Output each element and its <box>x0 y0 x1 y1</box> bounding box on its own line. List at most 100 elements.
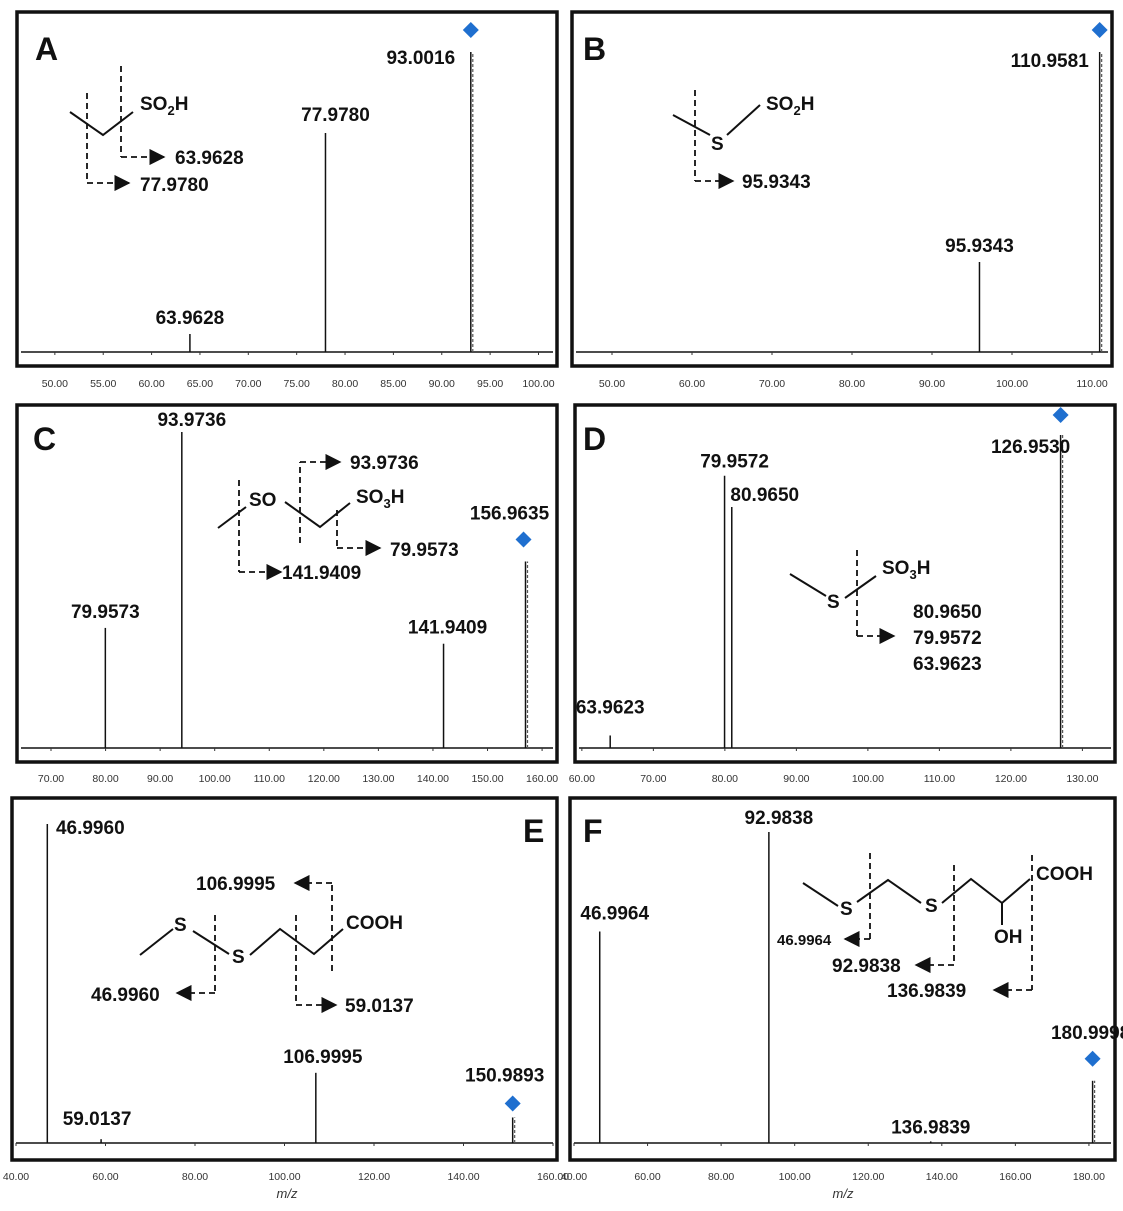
tick-label-p5: 60.00 <box>92 1171 118 1183</box>
structure-e-fragment-1: 106.9995 <box>196 874 276 895</box>
tick-label-p1: 50.00 <box>42 378 68 390</box>
tick-label-p3: 120.00 <box>308 773 340 785</box>
precursor-marker-p3 <box>515 531 532 548</box>
tick-label-p1: 95.00 <box>477 378 503 390</box>
tick-label-p4: 130.00 <box>1066 773 1098 785</box>
peak-label-p6-1: 92.9838 <box>745 808 814 829</box>
tick-label-p5: 40.00 <box>3 1171 29 1183</box>
tick-label-p5: 80.00 <box>182 1171 208 1183</box>
panel-letter-c: C <box>33 421 56 457</box>
structure-a: SO2H 63.9628 77.9780 <box>69 66 244 196</box>
tick-label-p1: 55.00 <box>90 378 116 390</box>
peak-label-p1-1: 77.9780 <box>301 105 370 126</box>
panel-letter-f: F <box>583 813 603 849</box>
tick-label-p6: 160.00 <box>999 1171 1031 1183</box>
structure-b-fragment-1: 95.9343 <box>742 172 811 193</box>
structure-d-fragment-1: 80.9650 <box>913 602 982 623</box>
structure-c-group: SO3H <box>356 487 404 511</box>
axis-title-e: m/z <box>277 1186 298 1201</box>
tick-label-p1: 80.00 <box>332 378 358 390</box>
structure-c-fragment-2: 79.9573 <box>390 540 459 561</box>
structure-f-atom-s2: S <box>925 896 938 917</box>
precursor-marker-p1 <box>462 22 479 38</box>
peak-label-p6-2: 136.9839 <box>891 1117 970 1138</box>
tick-label-p5: 120.00 <box>358 1171 390 1183</box>
tick-label-p4: 120.00 <box>995 773 1027 785</box>
peak-label-p5-0: 46.9960 <box>56 818 125 839</box>
peak-label-p4-0: 63.9623 <box>576 697 645 718</box>
structure-a-fragment-1: 63.9628 <box>175 148 244 169</box>
tick-label-p4: 60.00 <box>569 773 595 785</box>
panel-letter-e: E <box>523 813 544 849</box>
precursor-marker-p6 <box>1084 1050 1101 1067</box>
tick-label-p6: 60.00 <box>634 1171 660 1183</box>
structure-f-atom-s1: S <box>840 899 853 920</box>
tick-label-p6: 100.00 <box>779 1171 811 1183</box>
peak-label-p3-1: 93.9736 <box>157 410 226 431</box>
structure-c-fragment-3: 141.9409 <box>282 563 361 584</box>
panel-letter-a: A <box>35 31 58 67</box>
peak-label-p2-0: 95.9343 <box>945 236 1014 257</box>
tick-label-p6: 140.00 <box>926 1171 958 1183</box>
tick-label-p3: 70.00 <box>38 773 64 785</box>
peak-label-p3-0: 79.9573 <box>71 602 140 623</box>
structure-c-fragment-1: 93.9736 <box>350 453 419 474</box>
tick-label-p1: 100.00 <box>522 378 554 390</box>
panel-f-frame <box>568 796 1117 1162</box>
structure-e-atom-s1: S <box>174 915 187 936</box>
structure-d-fragment-3: 63.9623 <box>913 654 982 675</box>
panel-letter-b: B <box>583 31 606 67</box>
structure-f-group: COOH <box>1036 864 1093 885</box>
tick-label-p1: 65.00 <box>187 378 213 390</box>
structure-d: S SO3H 80.9650 79.9572 63.9623 <box>789 550 982 675</box>
structure-e: S S COOH 106.9995 46.9960 59.0137 <box>91 874 414 1017</box>
structure-a-fragment-2: 77.9780 <box>140 175 209 196</box>
tick-label-p3: 130.00 <box>362 773 394 785</box>
tick-label-p3: 110.00 <box>254 773 285 785</box>
peak-label-p3-2: 141.9409 <box>408 618 487 639</box>
peak-label-p4-2: 80.9650 <box>730 485 799 506</box>
tick-label-p6: 80.00 <box>708 1171 734 1183</box>
peak-label-p5-2: 106.9995 <box>283 1047 363 1068</box>
panel-a-frame <box>15 10 559 368</box>
axis-title-f: m/z <box>833 1186 854 1201</box>
tick-label-p3: 90.00 <box>147 773 173 785</box>
structure-e-fragment-2: 46.9960 <box>91 985 160 1006</box>
precursor-marker-p2 <box>1091 22 1108 38</box>
panel-e-frame <box>10 796 559 1162</box>
tick-label-p6: 40.00 <box>561 1171 587 1183</box>
tick-label-p4: 90.00 <box>783 773 809 785</box>
structure-c: SO SO3H 93.9736 79.9573 141.9409 <box>217 453 459 584</box>
tick-label-p5: 160.00 <box>537 1171 569 1183</box>
panel-letter-d: D <box>583 421 606 457</box>
structure-b-group: SO2H <box>766 94 814 118</box>
tick-label-p2: 110.00 <box>1076 378 1107 390</box>
structure-f-fragment-2: 92.9838 <box>832 956 901 977</box>
structure-e-fragment-3: 59.0137 <box>345 996 414 1017</box>
tick-label-p5: 140.00 <box>447 1171 479 1183</box>
tick-label-p3: 160.00 <box>526 773 558 785</box>
tick-label-p2: 70.00 <box>759 378 785 390</box>
tick-label-p1: 75.00 <box>284 378 310 390</box>
peak-label-p5-1: 59.0137 <box>63 1109 132 1130</box>
precursor-marker-p4 <box>1052 407 1069 423</box>
structure-a-group: SO2H <box>140 94 188 118</box>
tick-label-p3: 100.00 <box>199 773 231 785</box>
tick-label-p4: 70.00 <box>640 773 666 785</box>
tick-label-p3: 150.00 <box>471 773 503 785</box>
tick-label-p6: 180.00 <box>1073 1171 1105 1183</box>
structure-f-oh: OH <box>994 927 1023 948</box>
panel-b-frame <box>570 10 1114 368</box>
structure-f-fragment-1: 46.9964 <box>777 932 832 949</box>
tick-label-p3: 140.00 <box>417 773 449 785</box>
tick-label-p1: 70.00 <box>235 378 261 390</box>
precursor-marker-p5 <box>504 1095 521 1112</box>
peak-label-p1-0: 63.9628 <box>156 308 225 329</box>
tick-label-p6: 120.00 <box>852 1171 884 1183</box>
tick-label-p4: 110.00 <box>924 773 955 785</box>
panel-d-frame <box>573 403 1117 764</box>
structure-b-atom-s: S <box>711 134 724 155</box>
tick-label-p5: 100.00 <box>268 1171 300 1183</box>
